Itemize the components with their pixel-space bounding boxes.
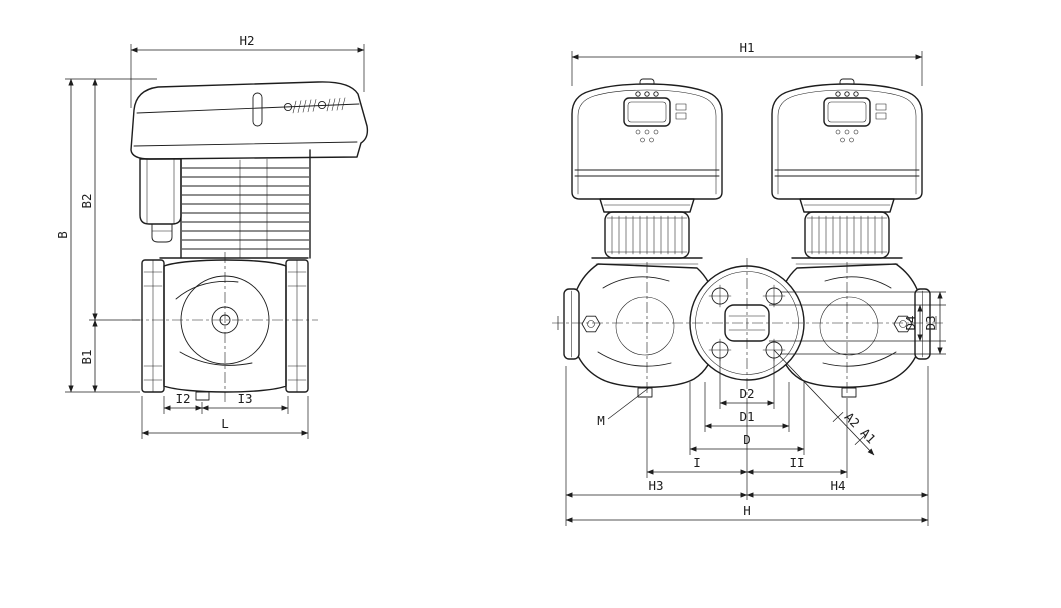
left-view-centerlines	[132, 252, 318, 402]
dim-d3-label: D3	[923, 315, 938, 330]
dim-h2-label: H2	[239, 33, 254, 48]
dim-d3: D3	[780, 291, 946, 355]
dim-i-ii: I II	[646, 398, 848, 500]
drain-plug	[195, 391, 210, 401]
dim-h3-h4: H3 H4	[565, 366, 929, 526]
pump-head	[571, 78, 723, 265]
cable-gland	[139, 158, 182, 225]
right-view-dimensions: H1 D4 D3 D2 D1	[565, 40, 946, 526]
dim-h-label: H	[743, 503, 751, 518]
cooling-fins	[182, 167, 309, 250]
label-m: M	[597, 386, 651, 428]
dim-l: L	[141, 396, 309, 439]
dim-h2: H2	[130, 33, 365, 108]
dim-i3: I3	[201, 391, 289, 414]
part-label-m: M	[597, 413, 605, 428]
dim-h1-label: H1	[739, 40, 754, 55]
head-port-icon	[283, 102, 293, 112]
dim-d4-label: D4	[903, 315, 918, 330]
left-view-dimensions: H2 B B2 B1 I2	[55, 33, 365, 439]
dim-i-label: I	[693, 455, 701, 470]
dim-h4-label: H4	[830, 478, 845, 493]
plug-hex	[581, 315, 601, 333]
dim-d2-label: D2	[739, 386, 754, 401]
dim-a1-a2: A2 A1	[773, 349, 879, 456]
dim-ii-label: II	[789, 455, 804, 470]
right-view-centerlines	[552, 258, 944, 400]
dim-d4: D4	[769, 304, 946, 342]
dim-b-label: B	[55, 231, 70, 239]
display	[623, 97, 671, 127]
dim-b1: B1	[79, 319, 98, 393]
dim-h: H	[565, 503, 929, 523]
left-view-pump	[130, 81, 369, 401]
dim-b1-label: B1	[79, 349, 94, 364]
right-view: H1 D4 D3 D2 D1	[552, 40, 946, 526]
motor-body-edges	[180, 149, 311, 259]
pump-head-right	[771, 78, 923, 265]
dim-i2-label: I2	[175, 391, 190, 406]
dim-i3-label: I3	[237, 391, 252, 406]
dim-b2-label: B2	[79, 193, 94, 208]
left-view: H2 B B2 B1 I2	[55, 33, 369, 439]
head-port-icon-2	[317, 100, 327, 110]
dim-b2: B2	[79, 78, 140, 321]
volute-drain	[637, 387, 653, 398]
dim-a2-label: A2	[842, 409, 863, 430]
dim-a1-label: A1	[858, 425, 879, 446]
dim-b: B	[55, 78, 157, 393]
dim-l-label: L	[221, 416, 229, 431]
motor-head	[130, 81, 369, 160]
head-slot	[252, 92, 263, 127]
dim-h3-label: H3	[648, 478, 663, 493]
volute-casing	[163, 259, 287, 393]
dim-h1: H1	[571, 40, 923, 86]
